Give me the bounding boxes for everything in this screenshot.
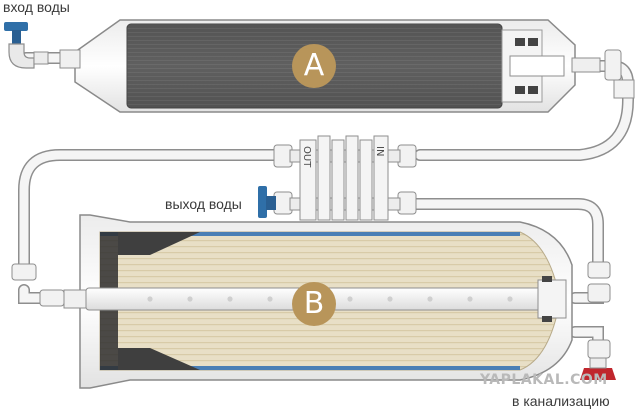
perforation-holes (147, 296, 513, 302)
valve-handle-icon (258, 186, 267, 218)
out-tag: OUT (301, 146, 312, 168)
in-tag: IN (374, 146, 385, 157)
flow-block (258, 135, 417, 221)
inlet-valve (4, 22, 49, 69)
watermark: YAPLAKAL.COM (480, 372, 608, 388)
filter-b-badge: B (292, 282, 336, 326)
drain-cap-icon (580, 368, 616, 380)
filter-a-badge: A (292, 44, 336, 88)
water-out-label: выход воды (165, 196, 242, 212)
filter-a (59, 19, 635, 113)
water-in-label: вход воды (3, 0, 70, 15)
drain-label: в канализацию (512, 393, 610, 409)
valve-handle-icon (4, 22, 28, 31)
